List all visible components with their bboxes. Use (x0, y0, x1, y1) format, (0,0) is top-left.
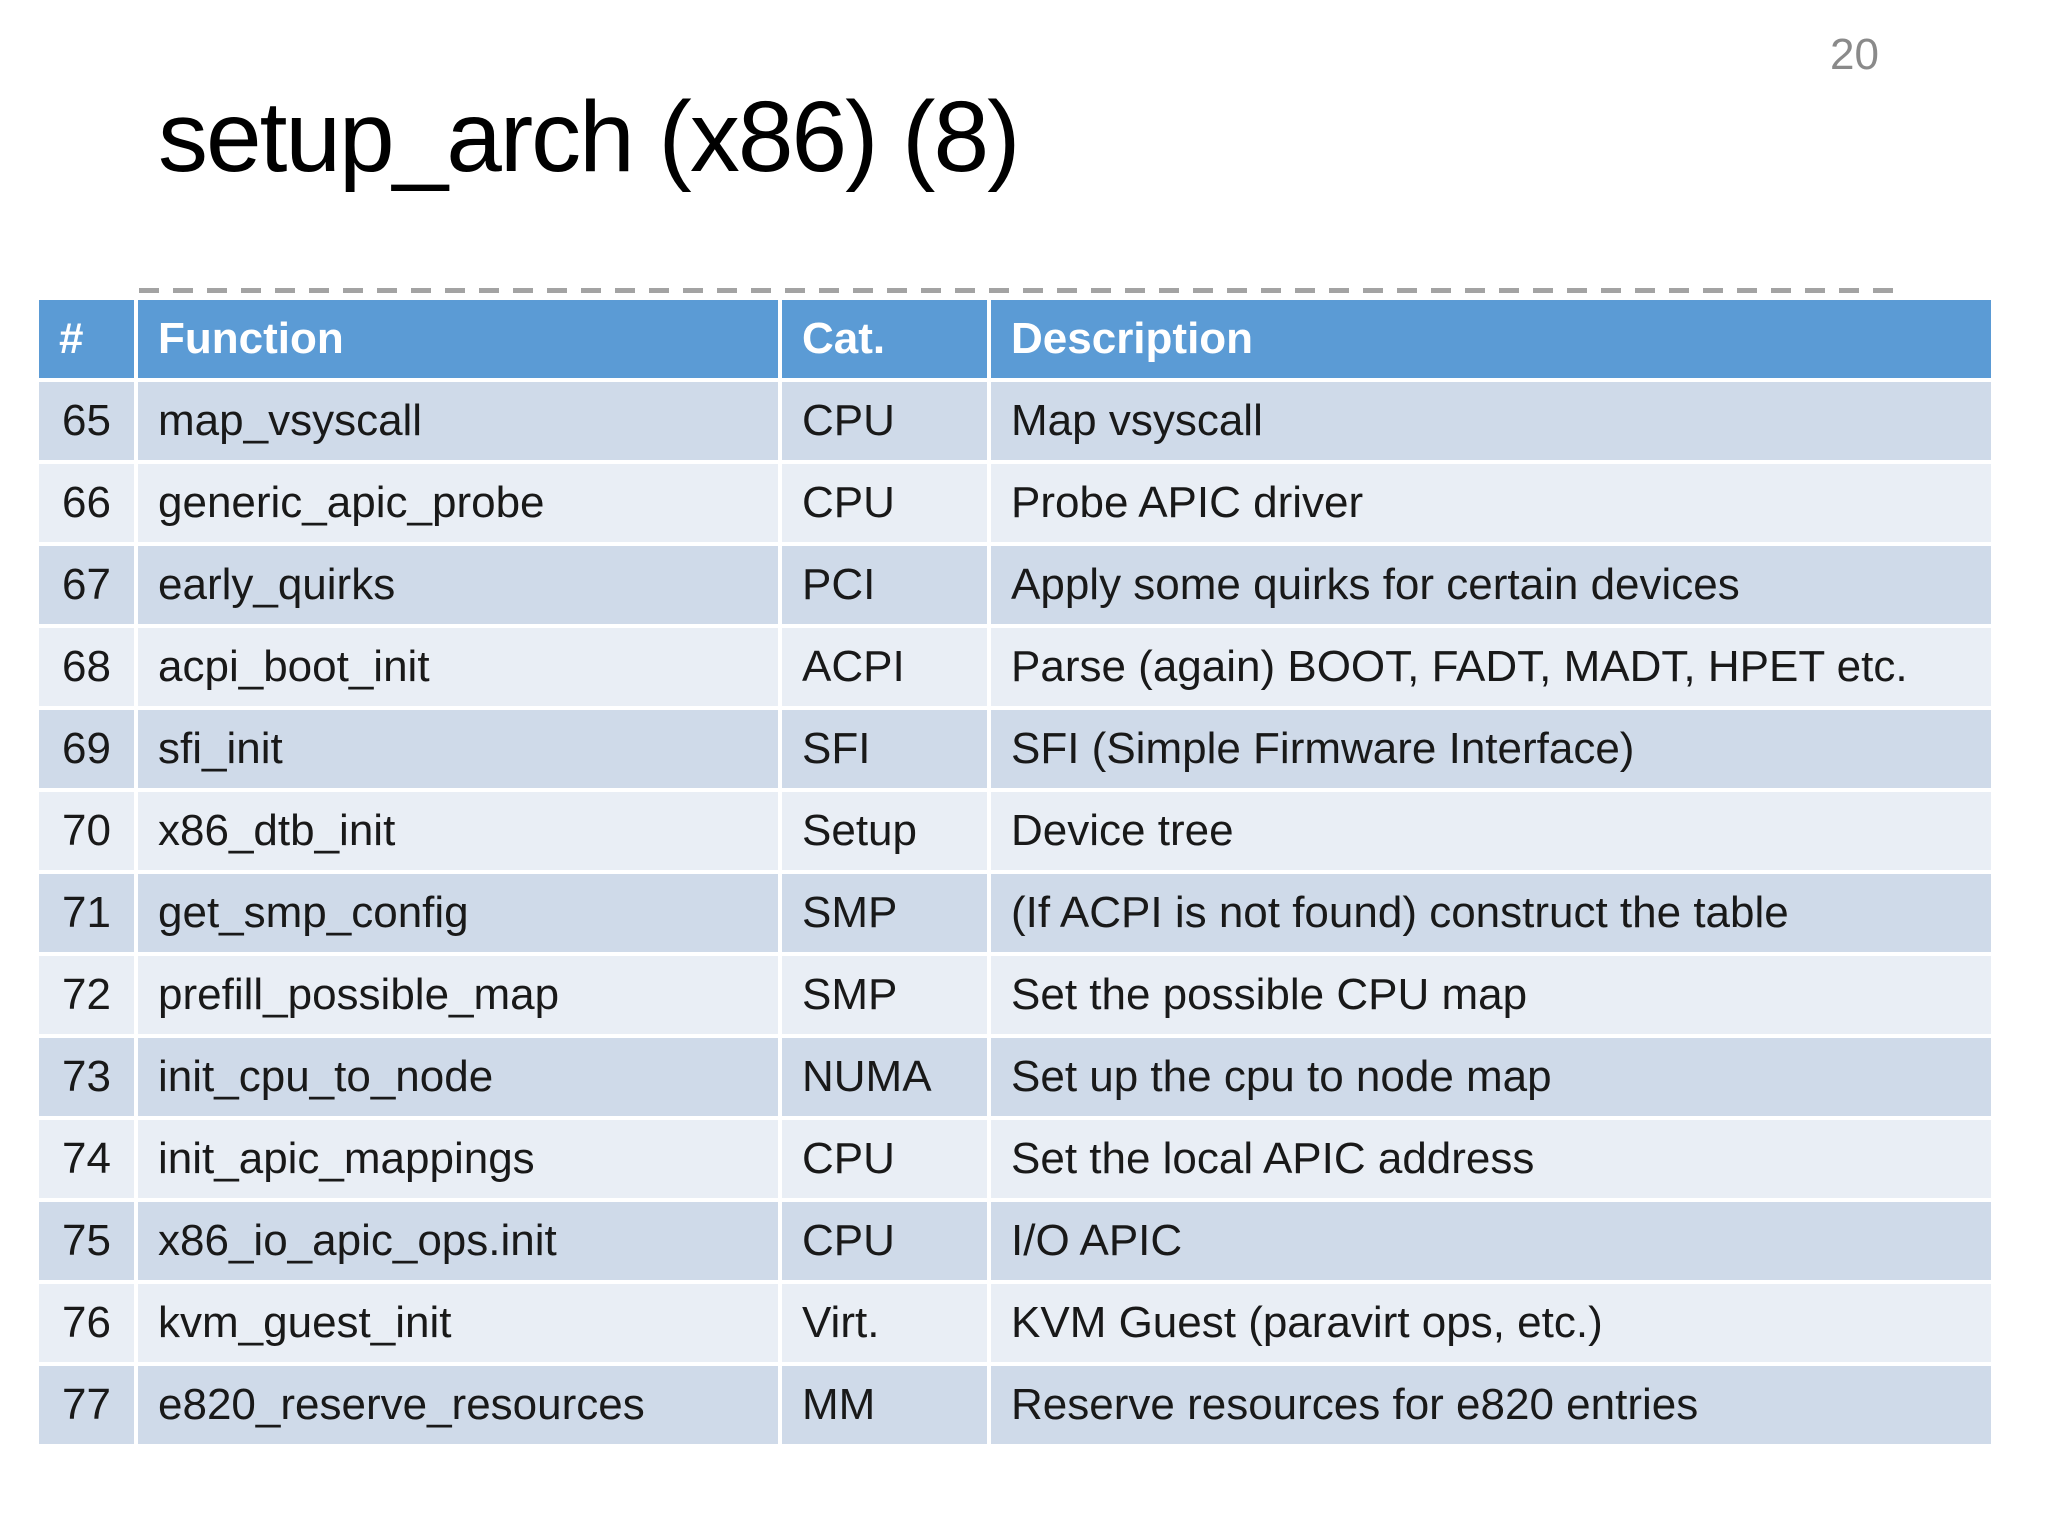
cell-category: CPU (782, 382, 987, 460)
cell-num: 76 (39, 1284, 134, 1362)
cell-category: Virt. (782, 1284, 987, 1362)
cell-num: 65 (39, 382, 134, 460)
cell-description: Set the possible CPU map (991, 956, 1991, 1034)
col-header-cat: Cat. (782, 300, 987, 378)
cell-description: Reserve resources for e820 entries (991, 1366, 1991, 1444)
table-row: 65 map_vsyscall CPU Map vsyscall (39, 382, 1991, 460)
cell-description: Apply some quirks for certain devices (991, 546, 1991, 624)
cell-function: sfi_init (138, 710, 778, 788)
cell-num: 67 (39, 546, 134, 624)
cell-description: Probe APIC driver (991, 464, 1991, 542)
cell-num: 71 (39, 874, 134, 952)
cell-num: 68 (39, 628, 134, 706)
cell-category: CPU (782, 464, 987, 542)
table-row: 67 early_quirks PCI Apply some quirks fo… (39, 546, 1991, 624)
table-row: 70 x86_dtb_init Setup Device tree (39, 792, 1991, 870)
cell-function: acpi_boot_init (138, 628, 778, 706)
cell-num: 74 (39, 1120, 134, 1198)
cell-category: SFI (782, 710, 987, 788)
cell-num: 69 (39, 710, 134, 788)
cell-function: e820_reserve_resources (138, 1366, 778, 1444)
cell-num: 77 (39, 1366, 134, 1444)
setup-arch-table: # Function Cat. Description 65 map_vsysc… (35, 296, 1995, 1448)
table-row: 71 get_smp_config SMP (If ACPI is not fo… (39, 874, 1991, 952)
cell-category: ACPI (782, 628, 987, 706)
cell-function: x86_dtb_init (138, 792, 778, 870)
cell-description: SFI (Simple Firmware Interface) (991, 710, 1991, 788)
dashed-divider (139, 288, 1901, 293)
cell-function: init_cpu_to_node (138, 1038, 778, 1116)
table-row: 77 e820_reserve_resources MM Reserve res… (39, 1366, 1991, 1444)
cell-category: CPU (782, 1120, 987, 1198)
cell-function: generic_apic_probe (138, 464, 778, 542)
cell-description: Map vsyscall (991, 382, 1991, 460)
table-row: 74 init_apic_mappings CPU Set the local … (39, 1120, 1991, 1198)
cell-description: Set the local APIC address (991, 1120, 1991, 1198)
cell-description: (If ACPI is not found) construct the tab… (991, 874, 1991, 952)
cell-num: 75 (39, 1202, 134, 1280)
cell-description: Device tree (991, 792, 1991, 870)
col-header-function: Function (138, 300, 778, 378)
slide-title: setup_arch (x86) (8) (158, 81, 1020, 193)
table-row: 76 kvm_guest_init Virt. KVM Guest (parav… (39, 1284, 1991, 1362)
cell-function: early_quirks (138, 546, 778, 624)
cell-function: init_apic_mappings (138, 1120, 778, 1198)
cell-num: 66 (39, 464, 134, 542)
table-row: 69 sfi_init SFI SFI (Simple Firmware Int… (39, 710, 1991, 788)
cell-category: Setup (782, 792, 987, 870)
cell-category: NUMA (782, 1038, 987, 1116)
table-row: 68 acpi_boot_init ACPI Parse (again) BOO… (39, 628, 1991, 706)
cell-description: KVM Guest (paravirt ops, etc.) (991, 1284, 1991, 1362)
cell-function: map_vsyscall (138, 382, 778, 460)
table-body: 65 map_vsyscall CPU Map vsyscall 66 gene… (39, 382, 1991, 1444)
cell-num: 72 (39, 956, 134, 1034)
table-row: 73 init_cpu_to_node NUMA Set up the cpu … (39, 1038, 1991, 1116)
page-number: 20 (1830, 30, 1879, 79)
cell-category: PCI (782, 546, 987, 624)
cell-category: SMP (782, 874, 987, 952)
table-row: 66 generic_apic_probe CPU Probe APIC dri… (39, 464, 1991, 542)
table-header-row: # Function Cat. Description (39, 300, 1991, 378)
cell-function: get_smp_config (138, 874, 778, 952)
cell-description: Set up the cpu to node map (991, 1038, 1991, 1116)
cell-category: CPU (782, 1202, 987, 1280)
cell-category: MM (782, 1366, 987, 1444)
cell-num: 73 (39, 1038, 134, 1116)
table-row: 72 prefill_possible_map SMP Set the poss… (39, 956, 1991, 1034)
cell-function: prefill_possible_map (138, 956, 778, 1034)
cell-description: I/O APIC (991, 1202, 1991, 1280)
cell-category: SMP (782, 956, 987, 1034)
col-header-description: Description (991, 300, 1991, 378)
cell-function: kvm_guest_init (138, 1284, 778, 1362)
cell-description: Parse (again) BOOT, FADT, MADT, HPET etc… (991, 628, 1991, 706)
cell-function: x86_io_apic_ops.init (138, 1202, 778, 1280)
table-row: 75 x86_io_apic_ops.init CPU I/O APIC (39, 1202, 1991, 1280)
cell-num: 70 (39, 792, 134, 870)
col-header-num: # (39, 300, 134, 378)
